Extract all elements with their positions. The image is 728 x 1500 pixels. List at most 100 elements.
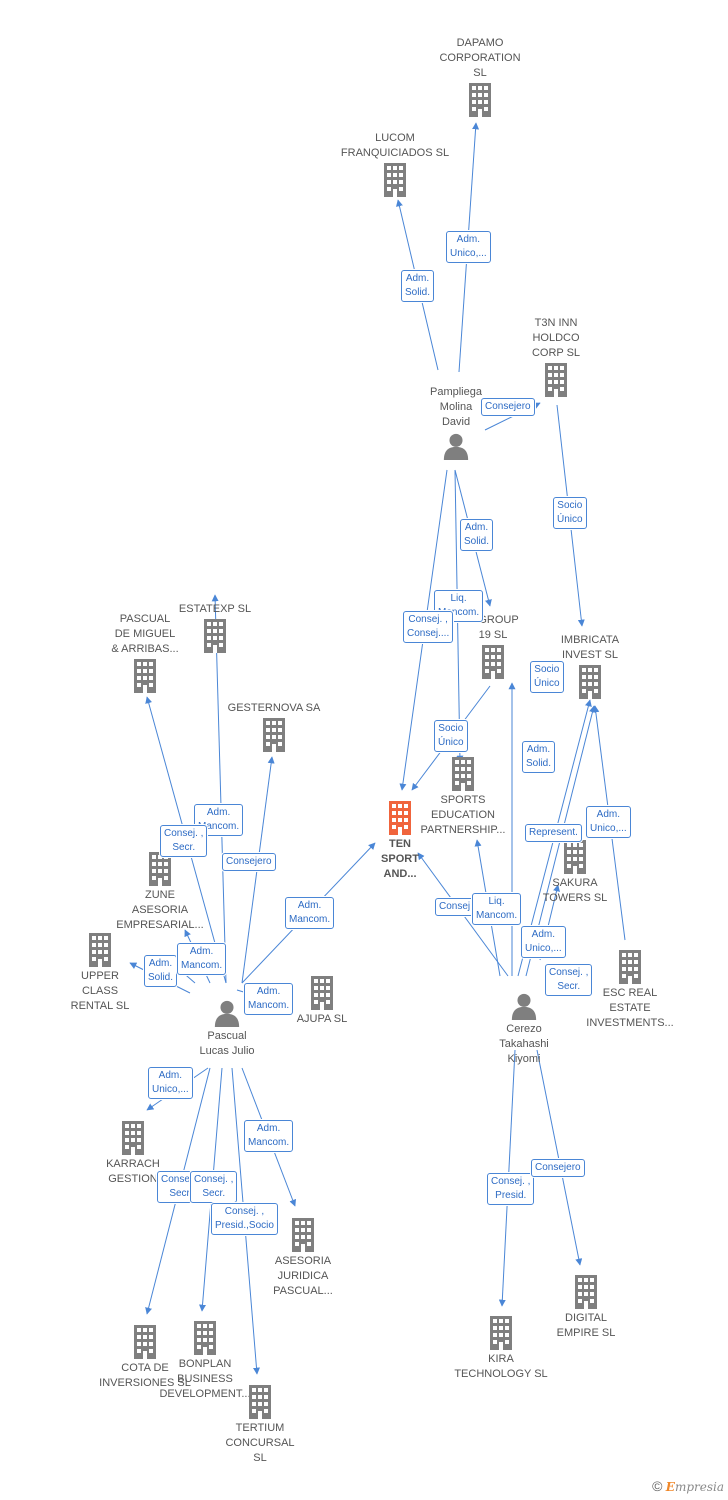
brand-logo-initial: E — [665, 1480, 675, 1494]
node-label: KIRA TECHNOLOGY SL — [454, 1353, 548, 1380]
edge-role-label[interactable]: Consej. , Secr. — [160, 825, 208, 857]
node-lucom[interactable]: LUCOM FRANQUICIADOS SL — [320, 131, 470, 197]
node-label: ASESORIA JURIDICA PASCUAL... — [273, 1255, 333, 1297]
edge-role-label[interactable]: Consejero — [222, 853, 276, 871]
edge-role-label[interactable]: Adm. Unico,... — [521, 926, 566, 958]
edge-role-label[interactable]: Consejero — [531, 1159, 585, 1177]
node-dapamo[interactable]: DAPAMO CORPORATION SL — [405, 36, 555, 117]
edge-role-label[interactable]: Socio Único — [530, 661, 564, 693]
relation-edge — [211, 594, 227, 984]
node-imbricata[interactable]: IMBRICATA INVEST SL — [515, 633, 665, 699]
edge-role-label[interactable]: Liq. Mancom. — [472, 893, 522, 925]
building-icon — [617, 950, 643, 984]
building-icon — [247, 1385, 273, 1419]
node-label: ESC REAL ESTATE INVESTMENTS... — [586, 987, 674, 1029]
edge-role-label[interactable]: Adm. Mancom. — [244, 983, 294, 1015]
person-icon — [213, 999, 241, 1027]
node-label: LUCOM FRANQUICIADOS SL — [340, 132, 450, 159]
node-sakura[interactable]: SAKURA TOWERS SL — [500, 840, 650, 906]
building-icon — [261, 718, 287, 752]
edge-role-label[interactable]: Adm. Unico,... — [148, 1067, 193, 1099]
node-label: COTA DE INVERSIONES SL — [99, 1362, 191, 1389]
edge-role-label[interactable]: Consej. , Presid.,Socio — [211, 1203, 278, 1235]
edge-role-label[interactable]: Adm. Unico,... — [446, 231, 491, 263]
node-sports[interactable]: SPORTS EDUCATION PARTNERSHIP... — [388, 757, 538, 838]
person-icon — [510, 992, 538, 1020]
node-label: Cerezo Takahashi Kiyomi — [499, 1023, 549, 1065]
node-label: T3N INN HOLDCO CORP SL — [531, 317, 581, 359]
node-label: DIGITAL EMPIRE SL — [556, 1312, 616, 1339]
edge-role-label[interactable]: Consejero — [481, 398, 535, 416]
building-icon — [467, 83, 493, 117]
building-icon — [450, 757, 476, 791]
node-label: IMBRICATA INVEST SL — [560, 634, 620, 661]
node-esc[interactable]: ESC REAL ESTATE INVESTMENTS... — [555, 950, 705, 1031]
node-karrach[interactable]: KARRACH GESTION — [58, 1121, 208, 1187]
node-label: BONPLAN BUSINESS DEVELOPMENT... — [159, 1358, 251, 1400]
node-tertium[interactable]: TERTIUM CONCURSAL SL — [185, 1385, 335, 1466]
node-digital[interactable]: DIGITAL EMPIRE SL — [511, 1275, 661, 1341]
node-label: Pascual Lucas Julio — [199, 1030, 255, 1057]
edge-role-label[interactable]: Adm. Solid. — [144, 955, 178, 987]
node-label: GESTERNOVA SA — [227, 702, 321, 714]
node-label: ZUNE ASESORIA EMPRESARIAL... — [116, 889, 204, 931]
edge-role-label[interactable]: Consej. , Presid. — [487, 1173, 535, 1205]
node-label: DAPAMO CORPORATION SL — [439, 37, 521, 79]
node-estatexp[interactable]: ESTATEXP SL — [140, 602, 290, 653]
node-t3n[interactable]: T3N INN HOLDCO CORP SL — [481, 316, 631, 397]
edge-role-label[interactable]: Adm. Solid. — [460, 519, 494, 551]
node-kira[interactable]: KIRA TECHNOLOGY SL — [426, 1316, 576, 1382]
edge-role-label[interactable]: Socio Único — [553, 497, 587, 529]
edge-role-label[interactable]: Socio Único — [434, 720, 468, 752]
node-label: Pampliega Molina David — [430, 386, 482, 428]
building-icon — [387, 801, 413, 835]
building-icon — [132, 659, 158, 693]
node-label: SPORTS EDUCATION PARTNERSHIP... — [420, 794, 506, 836]
node-bonplan[interactable]: BONPLAN BUSINESS DEVELOPMENT... — [130, 1321, 280, 1402]
node-cota[interactable]: COTA DE INVERSIONES SL — [70, 1325, 220, 1391]
node-pascualdm[interactable]: PASCUAL DE MIGUEL & ARRIBAS... — [70, 612, 220, 693]
copyright-symbol: © — [652, 1478, 663, 1494]
node-label: KARRACH GESTION — [106, 1158, 160, 1185]
building-icon — [202, 619, 228, 653]
node-label: UPPER CLASS RENTAL SL — [70, 970, 130, 1012]
edge-role-label[interactable]: Adm. Mancom. — [244, 1120, 294, 1152]
building-icon — [120, 1121, 146, 1155]
person-icon — [442, 432, 470, 460]
building-icon — [577, 665, 603, 699]
building-icon — [87, 933, 113, 967]
building-icon — [543, 363, 569, 397]
node-ajupa[interactable]: AJUPA SL — [247, 976, 397, 1027]
edge-role-label[interactable]: Consej. , Consej.... — [403, 611, 454, 643]
edge-role-label[interactable]: Represent. — [525, 824, 582, 842]
building-icon — [382, 163, 408, 197]
node-pampliega[interactable]: Pampliega Molina David — [381, 385, 531, 460]
building-icon — [192, 1321, 218, 1355]
edge-role-label[interactable]: Adm. Mancom. — [177, 943, 227, 975]
node-zune[interactable]: ZUNE ASESORIA EMPRESARIAL... — [85, 852, 235, 933]
node-pascual[interactable]: Pascual Lucas Julio — [152, 999, 302, 1059]
node-upper[interactable]: UPPER CLASS RENTAL SL — [25, 933, 175, 1014]
node-label: PASCUAL DE MIGUEL & ARRIBAS... — [111, 613, 179, 655]
edge-role-label[interactable]: Adm. Solid. — [401, 270, 435, 302]
node-label: TERTIUM CONCURSAL SL — [225, 1422, 295, 1464]
edge-role-label[interactable]: Consej. , Secr. — [545, 964, 593, 996]
node-label: SAKURA TOWERS SL — [542, 877, 608, 904]
edge-role-label[interactable]: Adm. Unico,... — [586, 806, 631, 838]
node-ten[interactable]: TEN SPORT AND... — [325, 801, 475, 882]
node-label: ESTATEXP SL — [178, 603, 252, 615]
building-icon — [309, 976, 335, 1010]
node-label: AJUPA SL — [296, 1013, 348, 1025]
building-icon — [290, 1218, 316, 1252]
node-cerezo[interactable]: Cerezo Takahashi Kiyomi — [449, 992, 599, 1067]
edge-role-label[interactable]: Adm. Mancom. — [285, 897, 335, 929]
node-gesternova[interactable]: GESTERNOVA SA — [199, 701, 349, 752]
edge-role-label[interactable]: Consej. , Secr. — [190, 1171, 238, 1203]
node-label: TEN SPORT AND... — [381, 838, 419, 880]
building-icon — [147, 852, 173, 886]
brand-logo-rest: mpresia — [674, 1480, 724, 1494]
node-asesoria[interactable]: ASESORIA JURIDICA PASCUAL... — [228, 1218, 378, 1299]
edge-role-label[interactable]: Adm. Solid. — [522, 741, 556, 773]
building-icon — [562, 840, 588, 874]
building-icon — [480, 645, 506, 679]
